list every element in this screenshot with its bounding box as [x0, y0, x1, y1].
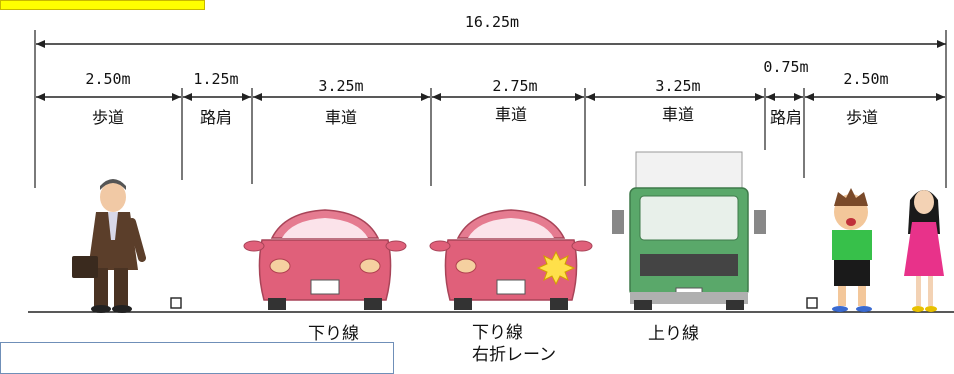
car-rear-right-turn-lane [429, 209, 593, 310]
truck-front-up-lane [612, 151, 766, 310]
extension-lines [34, 30, 947, 188]
total-width-label: 16.25m [464, 13, 520, 31]
curb-marker-right [806, 297, 818, 309]
car-rear-down-lane [243, 209, 407, 310]
section-width-lane-up: 3.25m [655, 77, 701, 95]
pedestrian-girl-figure [904, 190, 944, 312]
curb-marker-left [170, 297, 182, 309]
lane-label-down: 下り線 [308, 324, 359, 344]
section-label-lane-down: 車道 [324, 108, 358, 127]
pedestrian-businessman-figure [72, 179, 146, 313]
section-label-shoulder-left: 路肩 [199, 108, 233, 127]
section-width-lane-turn: 2.75m [492, 77, 538, 95]
lane-label-turn-line1: 下り線 [472, 323, 523, 343]
section-label-lane-turn: 車道 [494, 105, 528, 124]
section-label-sidewalk-right: 歩道 [845, 108, 879, 127]
section-label-sidewalk-left: 歩道 [91, 108, 125, 127]
section-width-shoulder-left: 1.25m [193, 70, 239, 88]
note-frame [0, 342, 394, 374]
cross-section-drawing [28, 30, 954, 313]
section-label-shoulder-right: 路肩 [769, 108, 803, 127]
caption-highlight [0, 0, 205, 10]
section-width-shoulder-right: 0.75m [763, 58, 809, 76]
section-label-lane-up: 車道 [661, 105, 695, 124]
pedestrian-child-figure [832, 188, 872, 312]
section-width-sidewalk-right: 2.50m [843, 70, 889, 88]
lane-label-turn-line2: 右折レーン [472, 345, 557, 365]
lane-label-up: 上り線 [648, 324, 699, 344]
section-width-lane-down: 3.25m [318, 77, 364, 95]
section-width-sidewalk-left: 2.50m [85, 70, 131, 88]
